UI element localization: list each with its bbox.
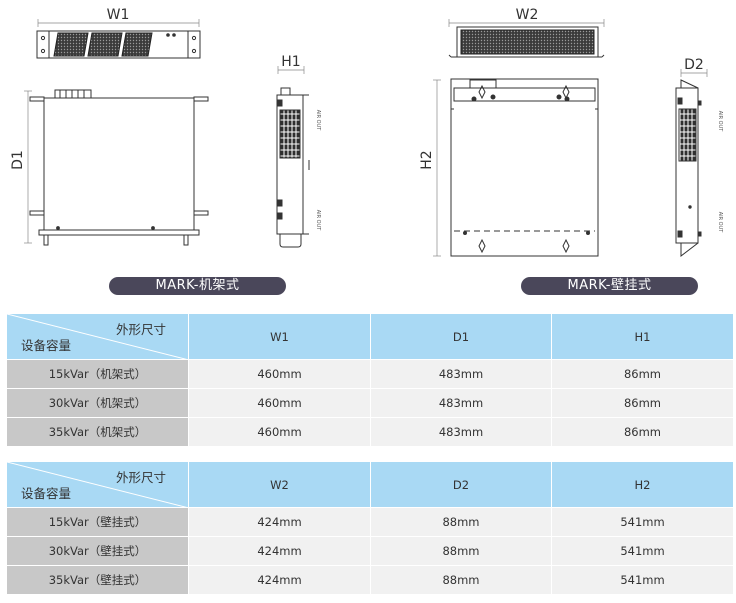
corner-label-size: 外形尺寸: [115, 470, 166, 485]
w1-label: W1: [107, 7, 130, 23]
table-cell: 424mm: [188, 565, 371, 595]
table-row: 15kVar（机架式） 460mm 483mm 86mm: [6, 359, 734, 389]
column-header: D1: [370, 313, 552, 360]
row-label: 30kVar（壁挂式）: [6, 536, 189, 566]
table-corner: 外形尺寸 设备容量: [6, 461, 189, 508]
table-cell: 483mm: [370, 388, 552, 418]
table-row: 35kVar（机架式） 460mm 483mm 86mm: [6, 417, 734, 447]
corner-label-size: 外形尺寸: [115, 322, 166, 337]
table-cell: 483mm: [370, 417, 552, 447]
row-label: 35kVar（机架式）: [6, 417, 189, 447]
wall-elevation-view: [433, 78, 599, 257]
air-out-label-wall-1: AIR OUT: [717, 111, 723, 133]
column-header: H2: [551, 461, 734, 508]
table-cell: 86mm: [551, 388, 734, 418]
table-cell: 86mm: [551, 417, 734, 447]
rack-spec-table: 外形尺寸 设备容量 W1 D1 H1 15kVar（机架式） 460mm 483…: [6, 313, 734, 447]
wall-caption: MARK-壁挂式: [521, 277, 698, 295]
table-cell: 541mm: [551, 565, 734, 595]
table-cell: 88mm: [370, 507, 552, 537]
table-cell: 88mm: [370, 536, 552, 566]
corner-label-capacity: 设备容量: [21, 486, 72, 501]
table-row: 30kVar（机架式） 460mm 483mm 86mm: [6, 388, 734, 418]
h1-label: H1: [281, 54, 300, 70]
air-out-label-rack-1: AIR OUT: [315, 110, 321, 132]
wall-side-view: [675, 69, 708, 258]
table-row: 35kVar（壁挂式） 424mm 88mm 541mm: [6, 565, 734, 595]
row-label: 30kVar（机架式）: [6, 388, 189, 418]
row-label: 15kVar（机架式）: [6, 359, 189, 389]
table-cell: 460mm: [188, 417, 371, 447]
column-header: W2: [188, 461, 371, 508]
table-cell: 541mm: [551, 507, 734, 537]
table-cell: 483mm: [370, 359, 552, 389]
dimension-drawings: W1 H1 D1 W2 D2 H2 AIR OUT AIR OUT AIR OU…: [10, 7, 723, 258]
d2-label: D2: [684, 57, 704, 73]
h2-label: H2: [419, 150, 435, 169]
w2-label: W2: [516, 7, 539, 23]
wall-spec-table: 外形尺寸 设备容量 W2 D2 H2 15kVar（壁挂式） 424mm 88m…: [6, 461, 734, 595]
table-row: 15kVar（壁挂式） 424mm 88mm 541mm: [6, 507, 734, 537]
table-cell: 460mm: [188, 388, 371, 418]
corner-label-capacity: 设备容量: [21, 338, 72, 353]
rack-top-view: [24, 89, 209, 246]
d1-label: D1: [10, 150, 26, 170]
column-header: D2: [370, 461, 552, 508]
table-cell: 460mm: [188, 359, 371, 389]
rack-caption: MARK-机架式: [109, 277, 286, 295]
rack-front-view: [36, 19, 201, 59]
table-row: 30kVar（壁挂式） 424mm 88mm 541mm: [6, 536, 734, 566]
table-cell: 86mm: [551, 359, 734, 389]
table-cell: 424mm: [188, 536, 371, 566]
table-cell: 424mm: [188, 507, 371, 537]
air-out-label-rack-2: AIR OUT: [315, 210, 321, 232]
air-out-label-wall-2: AIR OUT: [717, 212, 723, 234]
table-cell: 541mm: [551, 536, 734, 566]
column-header: W1: [188, 313, 371, 360]
rack-side-view: [276, 66, 310, 248]
table-cell: 88mm: [370, 565, 552, 595]
wall-front-view: [448, 19, 605, 58]
row-label: 35kVar（壁挂式）: [6, 565, 189, 595]
column-header: H1: [551, 313, 734, 360]
row-label: 15kVar（壁挂式）: [6, 507, 189, 537]
table-corner: 外形尺寸 设备容量: [6, 313, 189, 360]
